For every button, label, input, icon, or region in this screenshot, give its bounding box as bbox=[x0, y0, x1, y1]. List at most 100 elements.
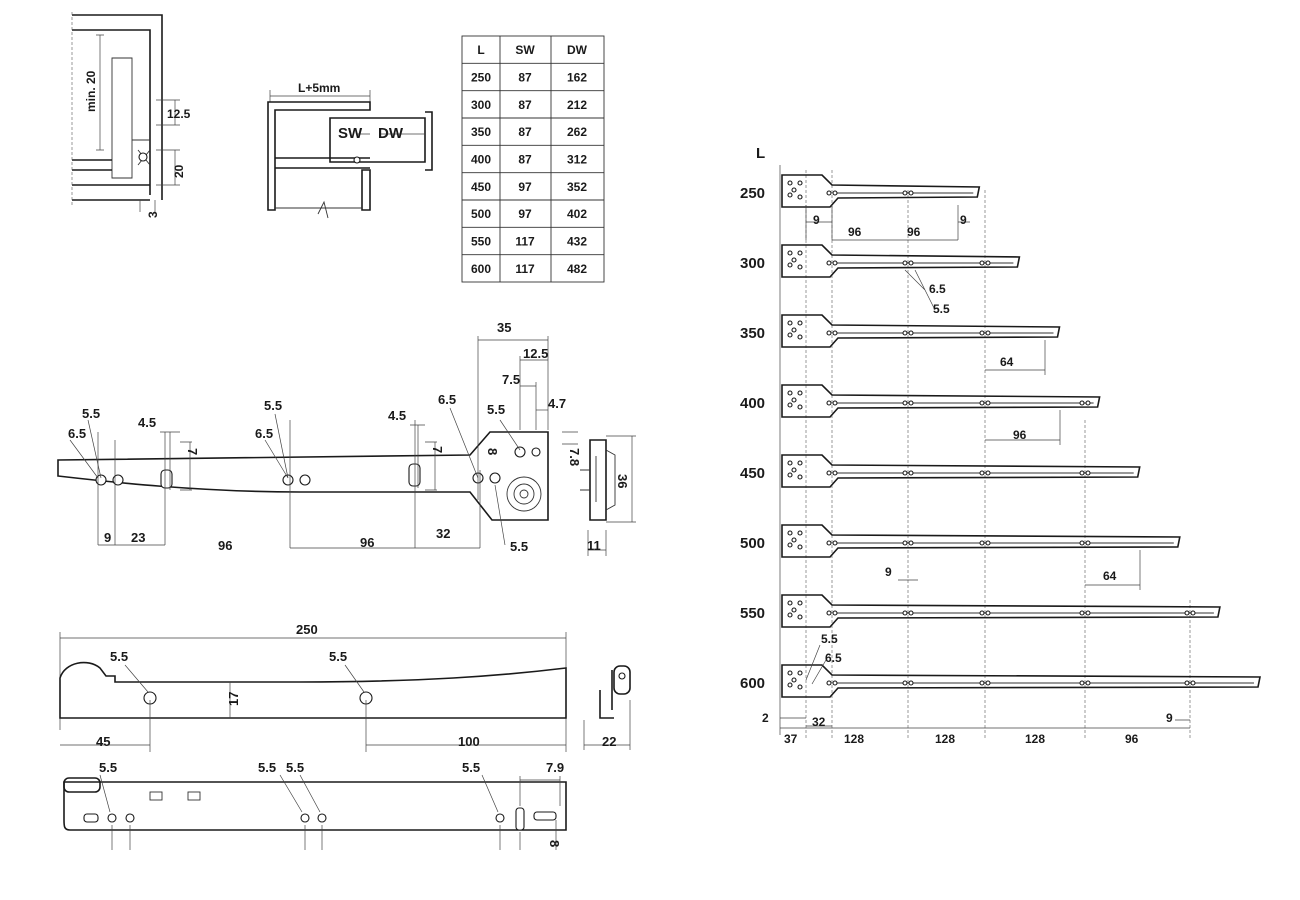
dim-6-5-a: 6.5 bbox=[68, 426, 86, 441]
table-cell: 162 bbox=[567, 71, 587, 85]
dim-12-5: 12.5 bbox=[523, 346, 548, 361]
drawer-box-side-view bbox=[267, 90, 433, 219]
rail-400 bbox=[781, 384, 1101, 418]
table-header-cell: DW bbox=[567, 43, 588, 57]
dim-5-5-c: 5.5 bbox=[487, 402, 505, 417]
table-cell: 400 bbox=[471, 153, 491, 167]
dim-7-5: 7.5 bbox=[502, 372, 520, 387]
bottom-dim-128-c: 128 bbox=[1025, 732, 1045, 746]
table-cell: 550 bbox=[471, 235, 491, 249]
dim-250: 250 bbox=[296, 622, 318, 637]
dim-17: 17 bbox=[226, 692, 241, 706]
table-cell: 402 bbox=[567, 207, 587, 221]
dim-5-5-a: 5.5 bbox=[82, 406, 100, 421]
r350-dim-64: 64 bbox=[1000, 355, 1014, 369]
r250-dim-96-b: 96 bbox=[907, 225, 921, 239]
length-label-400: 400 bbox=[740, 395, 765, 412]
dim-11: 11 bbox=[587, 538, 601, 553]
table-cell: 117 bbox=[515, 262, 535, 276]
label-sw: SW bbox=[338, 125, 363, 142]
table-cell: 432 bbox=[567, 235, 587, 249]
dim-22: 22 bbox=[602, 734, 616, 749]
r600-dim-5-5: 5.5 bbox=[821, 632, 838, 646]
cabinet-rail-detail bbox=[57, 336, 636, 556]
rail-350 bbox=[781, 314, 1061, 348]
table-cell: 262 bbox=[567, 125, 587, 139]
bottom-dim-128-a: 128 bbox=[844, 732, 864, 746]
dim-7-a: 7 bbox=[185, 448, 200, 455]
label-l-plus-5mm: L+5mm bbox=[298, 81, 340, 95]
dim-5-5-rail-e: 5.5 bbox=[286, 760, 304, 775]
table-header-cell: SW bbox=[515, 43, 535, 57]
rail-550 bbox=[781, 594, 1221, 628]
table-cell: 300 bbox=[471, 98, 491, 112]
dim-32: 32 bbox=[436, 526, 450, 541]
dim-7-9: 7.9 bbox=[546, 760, 564, 775]
table-cell: 350 bbox=[471, 125, 491, 139]
dim-4-5-b: 4.5 bbox=[388, 408, 406, 423]
r300-dim-6-5: 6.5 bbox=[929, 282, 946, 296]
label-min-height: min. 20 bbox=[84, 70, 98, 112]
dim-7-8: 7.8 bbox=[567, 448, 582, 466]
length-label-300: 300 bbox=[740, 255, 765, 272]
label-20: 20 bbox=[172, 164, 186, 178]
dim-36: 36 bbox=[615, 474, 630, 488]
rail-450 bbox=[781, 454, 1141, 488]
table-cell: 117 bbox=[515, 235, 535, 249]
dim-45: 45 bbox=[96, 734, 110, 749]
length-label-250: 250 bbox=[740, 185, 765, 202]
r250-dim-9-a: 9 bbox=[813, 213, 820, 227]
rail-500 bbox=[781, 524, 1181, 558]
dim-6-5-b: 6.5 bbox=[255, 426, 273, 441]
table-header-cell: L bbox=[477, 43, 484, 57]
bottom-dim-9: 9 bbox=[1166, 711, 1173, 725]
bottom-dim-128-b: 128 bbox=[935, 732, 955, 746]
dim-5-5-rail-f: 5.5 bbox=[462, 760, 480, 775]
table-cell: 450 bbox=[471, 180, 491, 194]
r250-dim-96-a: 96 bbox=[848, 225, 862, 239]
length-label-500: 500 bbox=[740, 535, 765, 552]
table-cell: 600 bbox=[471, 262, 491, 276]
length-label-550: 550 bbox=[740, 605, 765, 622]
dim-4-7: 4.7 bbox=[548, 396, 566, 411]
drawer-rail-detail bbox=[59, 632, 631, 850]
dim-23: 23 bbox=[131, 530, 145, 545]
dim-96-b: 96 bbox=[360, 535, 374, 550]
table-cell: 500 bbox=[471, 207, 491, 221]
dim-8: 8 bbox=[485, 448, 500, 455]
r500-dim-64: 64 bbox=[1103, 569, 1117, 583]
rail-300 bbox=[781, 244, 1021, 278]
label-12-5: 12.5 bbox=[167, 107, 191, 121]
label-3: 3 bbox=[146, 211, 160, 218]
rail-length-chart: L bbox=[756, 145, 1261, 740]
table-cell: 312 bbox=[567, 153, 587, 167]
dim-6-5-c: 6.5 bbox=[438, 392, 456, 407]
length-label-450: 450 bbox=[740, 465, 765, 482]
bottom-dim-32: 32 bbox=[812, 715, 826, 729]
dim-100: 100 bbox=[458, 734, 480, 749]
bottom-dim-96: 96 bbox=[1125, 732, 1139, 746]
table-cell: 97 bbox=[518, 180, 532, 194]
table-cell: 250 bbox=[471, 71, 491, 85]
label-dw: DW bbox=[378, 125, 404, 142]
dim-5-5-rail-b: 5.5 bbox=[329, 649, 347, 664]
dim-5-5-d: 5.5 bbox=[510, 539, 528, 554]
table-cell: 87 bbox=[518, 125, 532, 139]
length-axis-label: L bbox=[756, 145, 765, 162]
dim-5-5-rail-d: 5.5 bbox=[258, 760, 276, 775]
table-cell: 87 bbox=[518, 153, 532, 167]
length-label-350: 350 bbox=[740, 325, 765, 342]
cabinet-cross-section bbox=[71, 12, 180, 212]
r600-dim-6-5: 6.5 bbox=[825, 651, 842, 665]
dim-4-5-a: 4.5 bbox=[138, 415, 156, 430]
r300-dim-5-5: 5.5 bbox=[933, 302, 950, 316]
r250-dim-9-b: 9 bbox=[960, 213, 967, 227]
dim-5-5-rail-c: 5.5 bbox=[99, 760, 117, 775]
table-cell: 87 bbox=[518, 71, 532, 85]
dim-7-b: 7 bbox=[430, 446, 445, 453]
table-cell: 87 bbox=[518, 98, 532, 112]
r400-dim-96: 96 bbox=[1013, 428, 1027, 442]
dim-96-a: 96 bbox=[218, 538, 232, 553]
